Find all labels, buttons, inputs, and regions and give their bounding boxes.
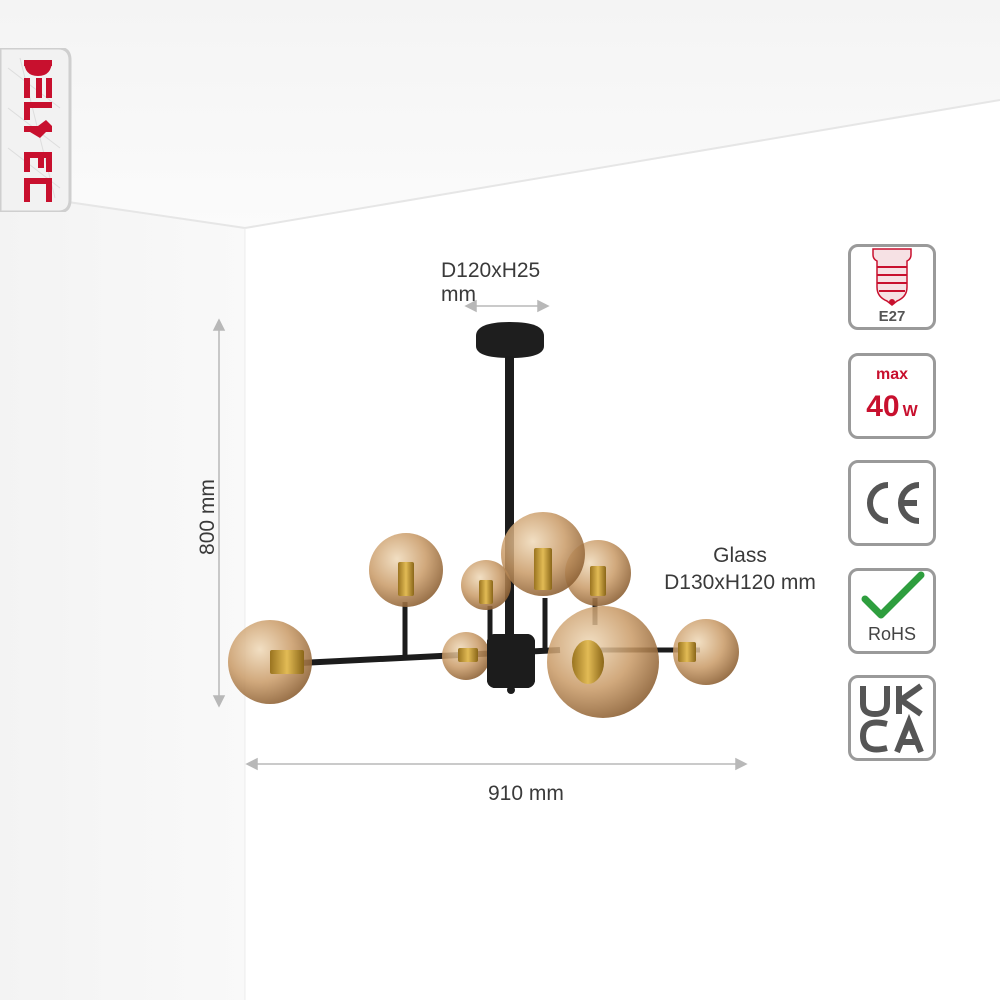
wattage-unit: W [902, 403, 918, 420]
rohs-label: RoHS [867, 624, 916, 644]
glass-size: D130xH120 mm [664, 571, 816, 594]
width-dimension-label: 910 mm [488, 782, 564, 805]
wattage-value: 40 [866, 390, 900, 423]
canopy-dimension-label: D120xH25 mm [441, 259, 541, 306]
max-label: max [875, 366, 909, 383]
glass-label: Glass [713, 544, 767, 567]
ukca-badge [848, 675, 936, 761]
e27-bulb-base-icon [872, 248, 912, 306]
rohs-badge: RoHS [848, 568, 936, 654]
brand-logo [0, 48, 72, 212]
e27-label: E27 [878, 308, 906, 325]
glass-spec: Glass D130xH120 mm [650, 542, 830, 596]
ce-mark-icon [867, 482, 920, 524]
e27-badge: E27 [848, 244, 936, 330]
ukca-mark-icon [859, 683, 924, 754]
checkmark-icon [861, 571, 925, 619]
ce-badge [848, 460, 936, 546]
